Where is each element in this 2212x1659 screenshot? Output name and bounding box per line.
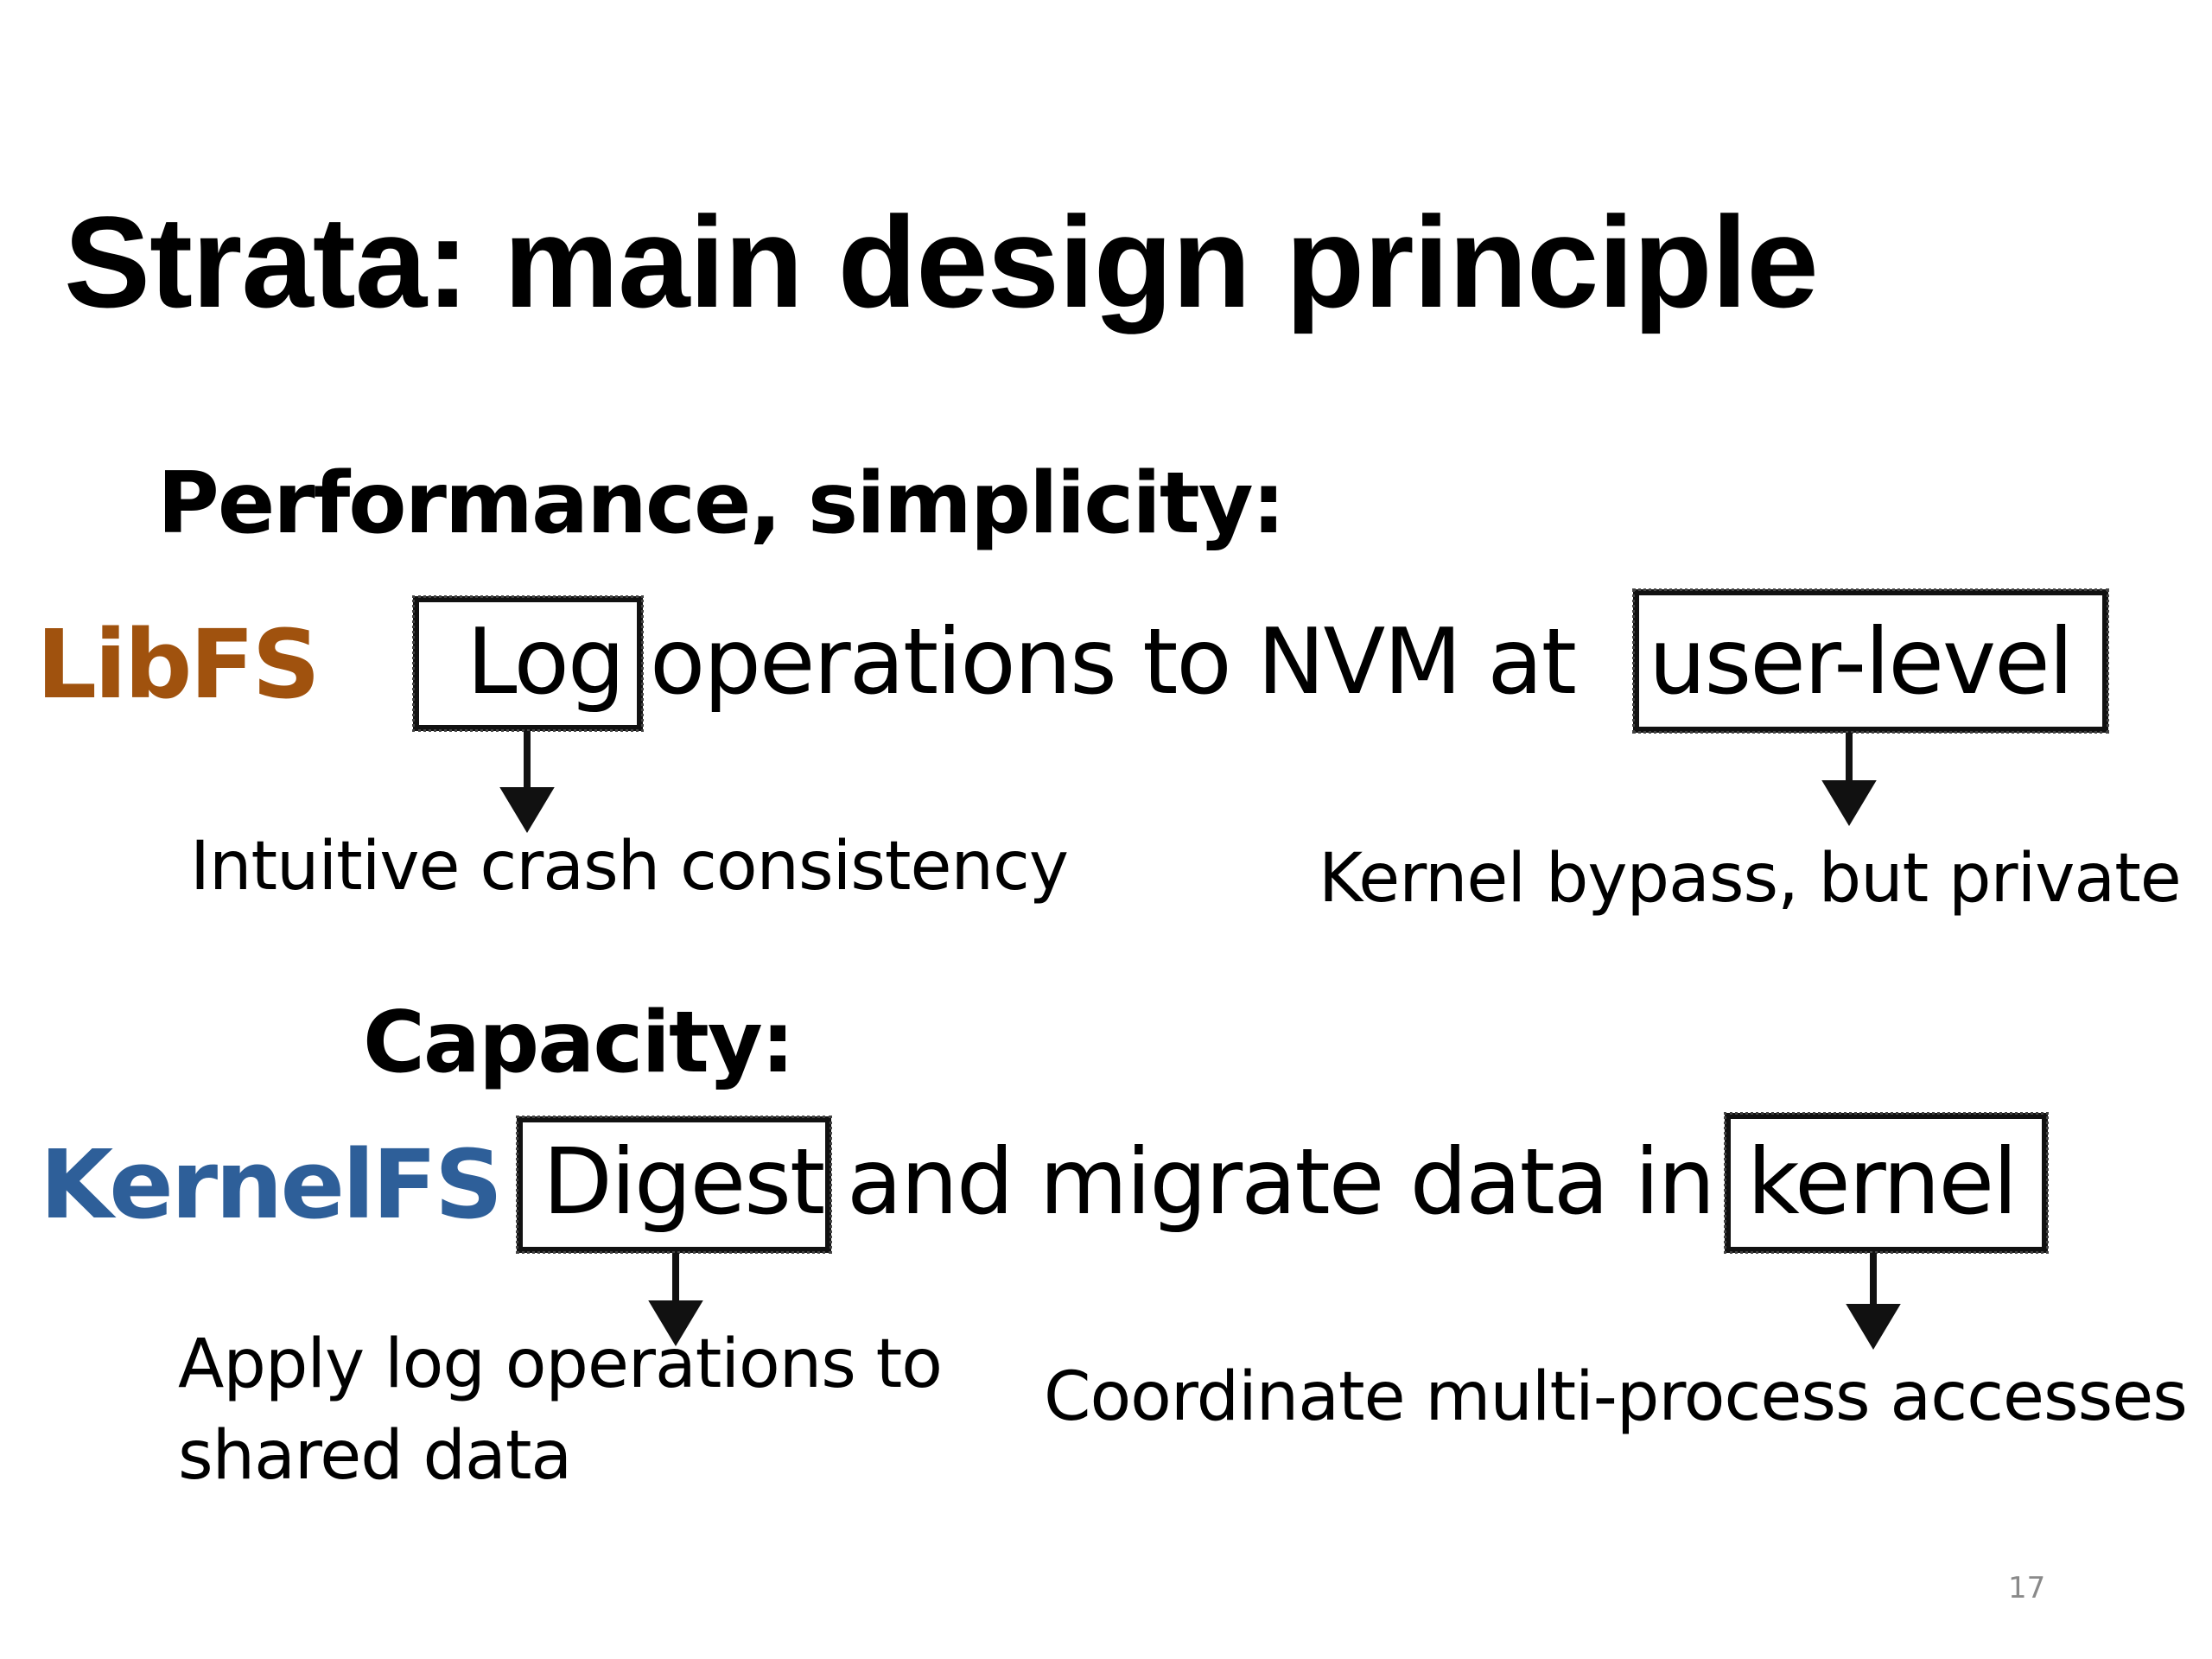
libfs-line-middle: operations to NVM at <box>650 609 1577 715</box>
libfs-note-kernel-bypass: Kernel bypass, but private <box>1319 840 2182 918</box>
libfs-word-log: Log <box>467 609 626 715</box>
kernelfs-line-middle: and migrate data in <box>847 1129 1715 1235</box>
kernelfs-note-apply-log: Apply log operations to shared data <box>178 1325 943 1496</box>
kernelfs-label: KernelFS <box>40 1129 503 1240</box>
arrow-down-user-level <box>1821 733 1877 826</box>
arrow-down-digest <box>648 1253 703 1346</box>
libfs-label: LibFS <box>36 609 321 720</box>
libfs-word-user-level: user-level <box>1649 609 2074 715</box>
kernel-highlight-box <box>1724 1112 2049 1254</box>
kernelfs-word-digest: Digest <box>543 1129 825 1235</box>
arrow-down-log <box>499 731 555 833</box>
user-level-highlight-box <box>1632 588 2109 734</box>
arrow-down-kernel <box>1846 1253 1901 1350</box>
kernelfs-word-kernel: kernel <box>1747 1129 2018 1235</box>
kernelfs-note-coordinate: Coordinate multi-process accesses <box>1044 1358 2188 1436</box>
digest-highlight-box <box>516 1116 832 1254</box>
libfs-heading: Performance, simplicity: <box>157 454 1286 553</box>
log-highlight-box <box>412 595 644 732</box>
libfs-note-crash-consistency: Intuitive crash consistency <box>190 828 1069 906</box>
slide-number: 17 <box>2008 1571 2046 1605</box>
slide-title: Strata: main design principle <box>64 189 1819 334</box>
kernelfs-heading: Capacity: <box>363 994 795 1092</box>
